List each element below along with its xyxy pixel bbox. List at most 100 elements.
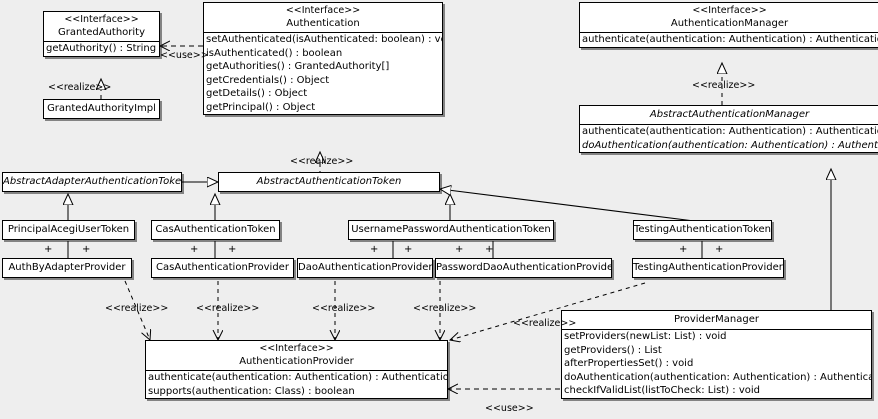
label-realize-authbyadapter: <<realize>> [105,303,169,314]
class-name: AuthenticationProvider [239,356,354,367]
label-use-authentication-grantedauthority: <<use>> [160,50,209,61]
method-item: isAuthenticated() : boolean [206,47,343,59]
class-header: <<Interface>> GrantedAuthority [44,12,159,41]
divider [580,32,878,33]
divider [146,370,447,371]
method-compartment: setProviders(newList: List) : void getPr… [562,330,871,398]
label-use-providermanager: <<use>> [485,403,534,414]
method-compartment: authenticate(authentication: Authenticat… [146,371,447,398]
method-item: doAuthentication(authentication: Authent… [582,139,878,151]
class-header: TestingAuthenticationToken [634,221,771,239]
class-header: UsernamePasswordAuthenticationToken [349,221,553,239]
class-granted-authority[interactable]: <<Interface>> GrantedAuthority getAuthor… [43,11,160,57]
method-item: supports(authentication: Class) : boolea… [148,385,355,397]
assoc-marker: + [404,244,413,255]
class-name: Authentication [286,18,360,29]
class-username-password-authentication-token[interactable]: UsernamePasswordAuthenticationToken [348,220,554,240]
method-compartment: authenticate(authentication: Authenticat… [580,125,878,152]
class-principal-acegi-user-token[interactable]: PrincipalAcegiUserToken [2,220,135,240]
method-item: getAuthorities() : GrantedAuthority[] [206,61,390,72]
method-item: getPrincipal() : Object [206,101,316,113]
class-name: AbstractAuthenticationManager [649,109,810,120]
class-name: GrantedAuthorityImpl [47,103,156,114]
assoc-marker: + [455,244,464,255]
class-header: <<Interface>> AuthenticationProvider [146,341,447,370]
class-name: PasswordDaoAuthenticationProvider [436,262,612,273]
class-name: CasAuthenticationToken [155,224,276,235]
class-abstract-authentication-manager[interactable]: AbstractAuthenticationManager authentica… [579,105,878,153]
class-header: AuthByAdapterProvider [3,259,131,277]
divider [44,41,159,42]
method-item: setAuthenticated(isAuthenticated: boolea… [206,34,443,45]
label-realize-dao: <<realize>> [312,303,376,314]
class-cas-authentication-token[interactable]: CasAuthenticationToken [151,220,280,240]
class-name: CasAuthenticationProvider [156,262,289,273]
class-dao-authentication-provider[interactable]: DaoAuthenticationProvider [297,258,433,278]
class-name: PrincipalAcegiUserToken [7,224,130,235]
method-item: checkIfValidList(listToCheck: List) : vo… [564,385,761,396]
label-realize-abstract-token: <<realize>> [290,156,354,167]
stereotype-label: <<Interface>> [259,343,334,354]
class-password-dao-authentication-provider[interactable]: PasswordDaoAuthenticationProvider [435,258,612,278]
class-name: AuthByAdapterProvider [8,262,126,273]
method-item: getAuthority() : String [46,43,157,54]
assoc-marker: + [679,244,688,255]
assoc-marker: + [370,244,379,255]
method-item: authenticate(authentication: Authenticat… [148,372,448,383]
class-testing-authentication-provider[interactable]: TestingAuthenticationProvider [632,258,784,278]
class-header: CasAuthenticationProvider [152,259,293,277]
class-provider-manager[interactable]: ProviderManager setProviders(newList: Li… [561,310,872,399]
class-name: GrantedAuthority [57,27,146,38]
label-realize-testing: <<realize>> [513,318,577,329]
class-authentication[interactable]: <<Interface>> Authentication setAuthenti… [203,2,443,115]
class-authentication-provider[interactable]: <<Interface>> AuthenticationProvider aut… [145,340,448,399]
assoc-marker: + [228,244,237,255]
class-testing-authentication-token[interactable]: TestingAuthenticationToken [633,220,772,240]
class-header: TestingAuthenticationProvider [633,259,783,277]
label-realize-cas: <<realize>> [196,303,260,314]
method-item: afterPropertiesSet() : void [564,358,694,369]
divider [580,124,878,125]
method-item: getDetails() : Object [206,88,308,99]
assoc-marker: + [44,244,53,255]
class-granted-authority-impl[interactable]: GrantedAuthorityImpl [43,99,160,119]
method-item: getCredentials() : Object [206,74,330,86]
class-auth-by-adapter-provider[interactable]: AuthByAdapterProvider [2,258,132,278]
stereotype-label: <<Interface>> [285,5,361,16]
class-header: DaoAuthenticationProvider [298,259,432,277]
class-name: AbstractAuthenticationToken [256,176,402,187]
assoc-marker: + [82,244,91,255]
method-compartment: setAuthenticated(isAuthenticated: boolea… [204,33,442,114]
divider [204,32,442,33]
class-header: <<Interface>> Authentication [204,3,442,32]
class-authentication-manager[interactable]: <<Interface>> AuthenticationManager auth… [579,2,878,48]
assoc-marker: + [485,244,494,255]
method-item: authenticate(authentication: Authenticat… [582,34,878,45]
class-name: ProviderManager [673,314,759,325]
label-realize-passworddao: <<realize>> [413,303,477,314]
class-abstract-authentication-token[interactable]: AbstractAuthenticationToken [218,172,440,192]
class-name: DaoAuthenticationProvider [298,262,433,273]
assoc-marker: + [715,244,724,255]
class-name: UsernamePasswordAuthenticationToken [351,224,551,235]
class-header: <<Interface>> AuthenticationManager [580,3,878,32]
class-name: TestingAuthenticationToken [634,224,772,235]
method-item: getProviders() : List [564,344,662,356]
class-header: CasAuthenticationToken [152,221,279,239]
class-header: GrantedAuthorityImpl [44,100,159,118]
method-item: doAuthentication(authentication: Authent… [564,371,872,383]
class-header: AbstractAdapterAuthenticationToken [3,173,181,191]
class-name: AbstractAdapterAuthenticationToken [3,176,182,187]
class-header: AbstractAuthenticationToken [219,173,439,191]
method-item: setProviders(newList: List) : void [564,331,727,342]
class-header: AbstractAuthenticationManager [580,106,878,124]
class-name: TestingAuthenticationProvider [633,262,783,273]
class-header: ProviderManager [562,311,871,329]
class-abstract-adapter-authentication-token[interactable]: AbstractAdapterAuthenticationToken [2,172,182,192]
assoc-marker: + [190,244,199,255]
label-realize-grantedauthorityimpl: <<realize>> [48,82,112,93]
class-header: PasswordDaoAuthenticationProvider [436,259,611,277]
class-name: AuthenticationManager [670,18,789,29]
class-cas-authentication-provider[interactable]: CasAuthenticationProvider [151,258,294,278]
